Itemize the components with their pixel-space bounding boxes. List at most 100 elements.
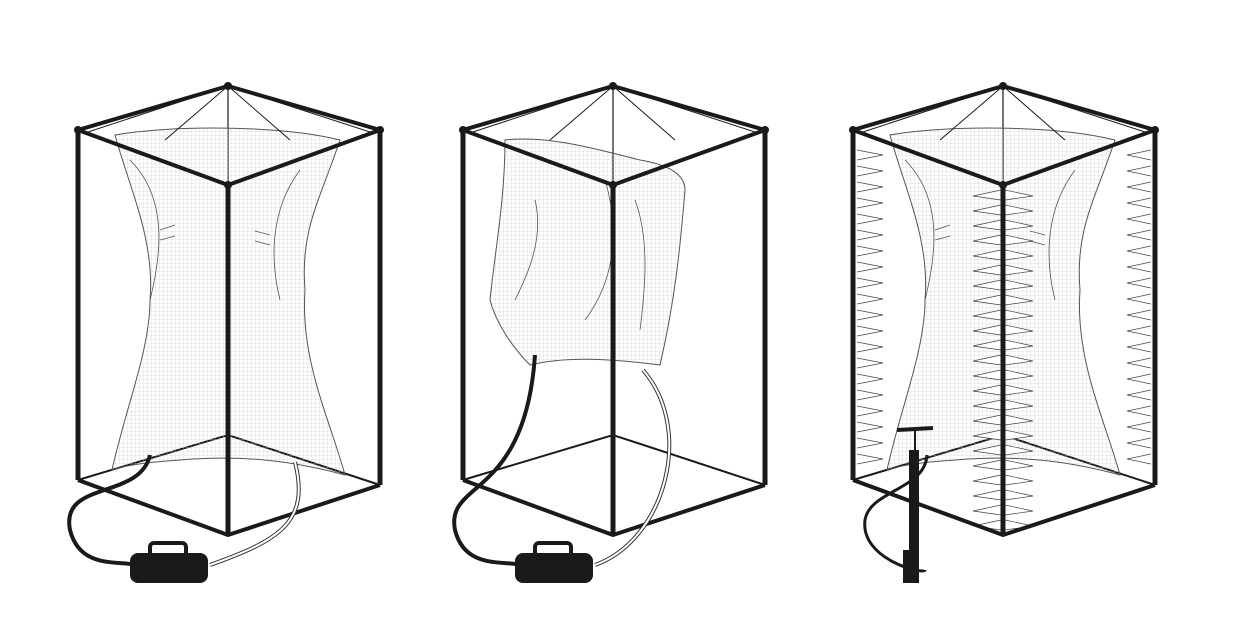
spike-center xyxy=(972,384,1034,396)
spike-right xyxy=(1126,181,1152,193)
frame-joint xyxy=(1151,126,1159,134)
spike-right xyxy=(1126,325,1152,337)
spike-left xyxy=(856,229,884,241)
spike-left xyxy=(856,325,884,337)
bag-fold-lines xyxy=(904,159,1076,301)
spike-center xyxy=(972,354,1034,366)
frame-joint xyxy=(376,126,384,134)
spike-left xyxy=(856,149,884,161)
spike-right xyxy=(1126,165,1152,177)
intake-hose xyxy=(67,454,152,567)
spike-center xyxy=(972,459,1034,471)
frame-joint xyxy=(761,126,769,134)
spike-right xyxy=(1126,213,1152,225)
spike-left xyxy=(856,245,884,257)
blower-icon xyxy=(515,541,593,583)
pump-barrel xyxy=(909,450,919,550)
spike-left xyxy=(856,277,884,289)
frame-joint xyxy=(609,181,617,189)
panel-inflated-bag-with-hand-pump-and-spikes xyxy=(849,82,1159,583)
spike-left xyxy=(856,405,884,417)
spike-center xyxy=(972,369,1034,381)
spike-panels xyxy=(856,149,1152,531)
spike-left xyxy=(856,389,884,401)
spike-left xyxy=(856,341,884,353)
intake-hose xyxy=(452,354,537,567)
spike-right xyxy=(1126,261,1152,273)
spike-center xyxy=(972,504,1034,516)
spike-right xyxy=(1126,293,1152,305)
spike-center xyxy=(972,294,1034,306)
spike-center xyxy=(972,414,1034,426)
spike-left xyxy=(856,165,884,177)
spike-right xyxy=(1126,373,1152,385)
pump-handle xyxy=(896,426,934,432)
spike-center xyxy=(972,309,1034,321)
frame-joint xyxy=(224,181,232,189)
panel-inflated-bag-with-blower xyxy=(67,82,384,583)
frame-front-bottom xyxy=(852,478,1156,537)
spike-left xyxy=(856,453,884,465)
blower-body xyxy=(515,553,593,583)
spike-right xyxy=(1126,341,1152,353)
frame-joint xyxy=(999,181,1007,189)
spike-center xyxy=(972,429,1034,441)
spike-right xyxy=(1126,197,1152,209)
blower-body xyxy=(130,553,208,583)
spike-left xyxy=(856,293,884,305)
spike-center xyxy=(972,339,1034,351)
spike-right xyxy=(1126,421,1152,433)
spike-left xyxy=(856,309,884,321)
bag-fold-lines xyxy=(129,159,301,301)
spike-center xyxy=(972,399,1034,411)
panel-deflated-bag-with-blower xyxy=(452,82,769,583)
pump-base xyxy=(903,550,919,583)
exhaust-hose-inner xyxy=(209,461,300,566)
exhaust-hose-outer xyxy=(209,461,301,567)
spike-right xyxy=(1126,453,1152,465)
spike-right xyxy=(1126,229,1152,241)
spike-center xyxy=(972,189,1034,201)
spike-right xyxy=(1126,389,1152,401)
spike-left xyxy=(856,261,884,273)
frame-joint xyxy=(459,126,467,134)
spike-left xyxy=(856,373,884,385)
frame-front-bottom xyxy=(462,478,766,537)
spike-center xyxy=(972,444,1034,456)
spike-center xyxy=(972,204,1034,216)
frame-joint xyxy=(224,82,232,90)
frame-joint xyxy=(609,82,617,90)
frame-joint xyxy=(74,126,82,134)
air-bag-deflated xyxy=(489,138,686,366)
blower-handle xyxy=(148,541,188,559)
spike-right xyxy=(1126,245,1152,257)
spike-right xyxy=(1126,357,1152,369)
spike-left xyxy=(856,437,884,449)
spike-center xyxy=(972,264,1034,276)
spike-right xyxy=(1126,405,1152,417)
spike-center xyxy=(972,219,1034,231)
spike-left xyxy=(856,357,884,369)
spike-right xyxy=(1126,149,1152,161)
spike-right xyxy=(1126,309,1152,321)
spike-left xyxy=(856,197,884,209)
spike-center xyxy=(972,279,1034,291)
spike-center xyxy=(972,489,1034,501)
spike-left xyxy=(856,213,884,225)
frame-front-bottom xyxy=(77,478,381,537)
blower-handle xyxy=(533,541,573,559)
spike-center xyxy=(972,324,1034,336)
frame-joint xyxy=(999,82,1007,90)
spike-right xyxy=(1126,437,1152,449)
frame-joint xyxy=(849,126,857,134)
exhaust-hose-outer xyxy=(594,368,672,567)
spike-left xyxy=(856,181,884,193)
spike-left xyxy=(856,421,884,433)
blower-icon xyxy=(130,541,208,583)
hand-pump-icon xyxy=(896,426,934,583)
exhaust-hose-inner xyxy=(594,369,671,566)
spike-center xyxy=(972,234,1034,246)
spike-center xyxy=(972,474,1034,486)
spike-right xyxy=(1126,277,1152,289)
